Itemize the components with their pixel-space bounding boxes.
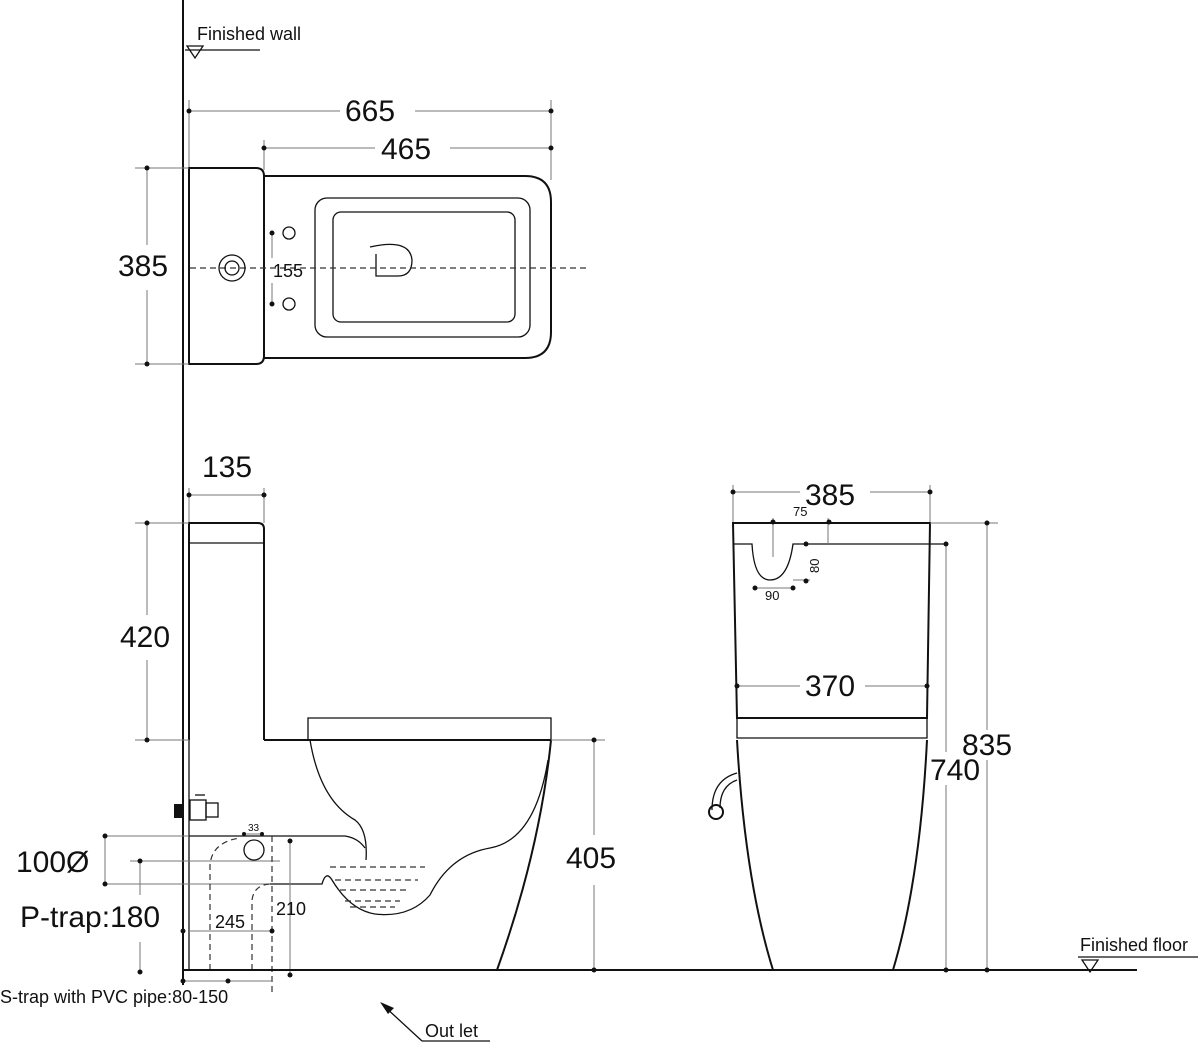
dim-seat-height: 405 [566,842,616,875]
bowl-opening [332,211,516,323]
dim-tank-height: 420 [120,621,170,654]
bowl-front-left [736,739,774,971]
wall-level-icon [185,45,205,60]
bowl-front-right [892,739,928,971]
bowl-front-curve [496,739,552,971]
dim-width: 385 [118,250,168,283]
tank-side-outline [188,522,265,740]
tank-top-outline [188,167,265,365]
seat-hole [282,297,296,311]
outlet-arrow-icon [380,1002,490,1042]
dim-tank-width: 385 [805,479,855,512]
floor-level-icon [1080,959,1100,974]
dim-bowl-length: 465 [381,133,431,166]
finished-floor-label: Finished floor [1080,935,1188,955]
finished-wall: Finished wall [182,0,301,985]
bowl-top-outline [264,175,552,359]
dim-small: 33 [248,823,260,834]
bowl-inner-curve [309,739,367,861]
dim-outlet-height: 210 [276,899,306,919]
flush-symbol [369,243,413,277]
dim-body-width: 370 [805,670,855,703]
cistern-cutout [734,543,945,581]
dim-overall-length: 665 [345,95,395,128]
inlet-circle [243,839,265,861]
top-view: 665 465 155 385 [118,95,590,367]
flush-button [218,254,246,282]
seat-lid-side [307,717,552,740]
outlet-label: Out let [425,1021,478,1041]
s-trap-label: S-trap with PVC pipe:80-150 [0,987,228,1007]
front-view: 385 75 80 90 370 835 740 [708,479,1012,973]
dim-cutout-width: 90 [765,588,779,603]
finished-wall-label: Finished wall [197,24,301,44]
side-view: 135 420 100Ø P-trap:180 [0,451,616,1042]
p-trap-label: P-trap:180 [20,901,160,934]
seat-hole [282,226,296,240]
dim-total-height: 835 [962,729,1012,762]
angle-valve-icon [174,794,219,821]
finished-floor: Finished floor [183,935,1198,974]
dim-lid-height: 740 [930,754,980,787]
pipe-diameter-label: 100Ø [16,846,89,879]
dim-cutout-offset: 75 [793,504,807,519]
dim-hole-spacing: 155 [273,261,303,281]
dim-cutout-depth: 80 [807,559,822,573]
dim-outlet-offset: 245 [215,912,245,932]
dim-tank-depth: 135 [202,451,252,484]
water-hose-icon [708,772,738,820]
